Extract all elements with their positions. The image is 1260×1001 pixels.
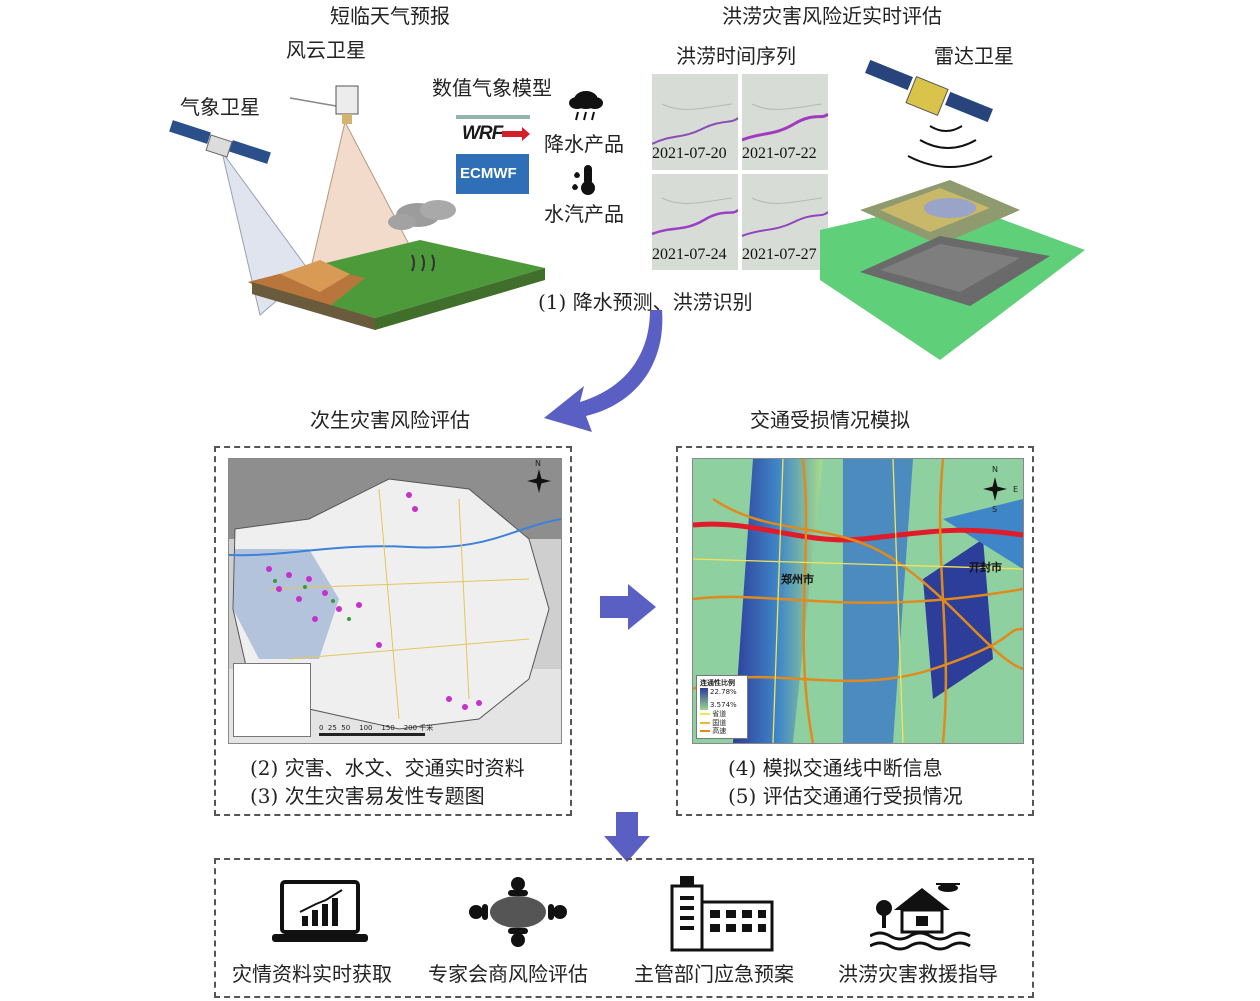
fy-satellite-icon	[289, 85, 359, 124]
heading-flood-risk: 洪涝灾害风险近实时评估	[722, 4, 942, 28]
met-satellite-icon	[169, 120, 271, 164]
date-label: 2021-07-22	[742, 145, 817, 162]
weather-terrain-scene	[169, 85, 545, 330]
right-flow-arrow	[600, 584, 656, 630]
heading-weather-forecast: 短临天气预报	[330, 4, 450, 28]
label-nwp-model: 数值气象模型	[432, 76, 552, 100]
outcome-label-expert-consultation: 专家会商风险评估	[428, 962, 588, 986]
secondary-risk-panel	[214, 446, 572, 816]
traffic-connectivity-map: 郑州市 开封市 N E S 连通性比例 22.78% 3.574% 省道 国道 …	[692, 458, 1024, 744]
down-flow-arrow	[604, 812, 650, 862]
radar-satellite-icon	[865, 60, 993, 123]
compass-s: S	[992, 505, 998, 514]
flood-map-tile	[652, 74, 738, 170]
step-1-label: (1) 降水预测、洪涝识别	[538, 290, 753, 314]
date-label: 2021-07-20	[652, 145, 727, 162]
river-line	[693, 521, 1023, 543]
highway-line	[693, 587, 1023, 604]
flood-map-tile	[742, 74, 828, 170]
date-label: 2021-07-24	[652, 246, 727, 263]
rain-cloud-icon	[569, 91, 603, 121]
government-building-icon	[670, 876, 774, 952]
panel3-line2: (5) 评估交通通行受损情况	[728, 784, 963, 808]
date-label: 2021-07-27	[742, 246, 817, 263]
legend-item: 国道	[712, 718, 727, 727]
heading-secondary-risk: 次生灾害风险评估	[310, 408, 470, 432]
label-radar-satellite: 雷达卫星	[934, 44, 1014, 68]
city-label-kaifeng: 开封市	[969, 561, 1002, 574]
label-met-satellite: 气象卫星	[180, 95, 260, 119]
flood-rescue-icon	[870, 883, 971, 951]
city-label-zhengzhou: 郑州市	[781, 573, 814, 586]
wrf-logo: WRF	[456, 115, 530, 147]
flood-map-tile	[742, 174, 828, 270]
compass-e: E	[1013, 485, 1019, 494]
flood-time-series-grid: 2021-07-20 2021-07-22 2021-07-24 2021-07…	[652, 74, 830, 270]
label-flood-series: 洪涝时间序列	[676, 44, 796, 68]
panel2-line1: (2) 灾害、水文、交通实时资料	[250, 756, 525, 780]
compass-icon: N	[523, 459, 555, 497]
curved-flow-arrow	[544, 310, 663, 432]
outcomes-panel	[214, 858, 1034, 998]
label-fy-satellite: 风云卫星	[286, 38, 366, 62]
heading-traffic-damage: 交通受损情况模拟	[750, 408, 910, 432]
legend-item: 省道	[712, 709, 727, 718]
wrf-text: WRF	[462, 123, 503, 144]
panel2-line2: (3) 次生灾害易发性专题图	[250, 784, 485, 808]
ecmwf-text: ECMWF	[460, 165, 517, 182]
legend-item: 高速	[712, 727, 727, 736]
scale-bar: 0 25 50 100 150 200 千米	[319, 724, 434, 732]
henan-hazard-map: N 0 25 50 100 150 200 千米	[228, 458, 562, 744]
connectivity-legend: 连通性比例 22.78% 3.574% 省道 国道 高速	[696, 675, 748, 739]
outcome-label-emergency-plan: 主管部门应急预案	[634, 962, 794, 986]
thermometer-icon	[572, 165, 595, 195]
outcome-label-data-acquisition: 灾情资料实时获取	[232, 962, 392, 986]
river-line	[229, 518, 561, 557]
outcome-label-rescue-guidance: 洪涝灾害救援指导	[838, 962, 998, 986]
label-precip-product: 降水产品	[544, 132, 624, 156]
radar-wave	[929, 125, 963, 132]
laptop-chart-icon	[272, 880, 368, 942]
ecmwf-logo: ECMWF	[456, 154, 529, 194]
flood-map-tile	[652, 174, 738, 270]
label-vapor-product: 水汽产品	[544, 202, 624, 226]
radar-terrain-scene	[820, 60, 1085, 360]
panel3-line1: (4) 模拟交通线中断信息	[728, 756, 943, 780]
legend-high: 22.78%	[710, 687, 737, 696]
compass-n: N	[535, 459, 541, 468]
compass-n: N	[992, 465, 998, 474]
legend-low: 3.574%	[710, 701, 737, 709]
legend-title: 连通性比例	[700, 679, 735, 687]
meeting-table-icon	[469, 877, 567, 947]
hazard-map-legend	[233, 663, 311, 737]
compass-icon: N E S	[979, 465, 1018, 514]
traffic-damage-panel	[676, 446, 1034, 816]
